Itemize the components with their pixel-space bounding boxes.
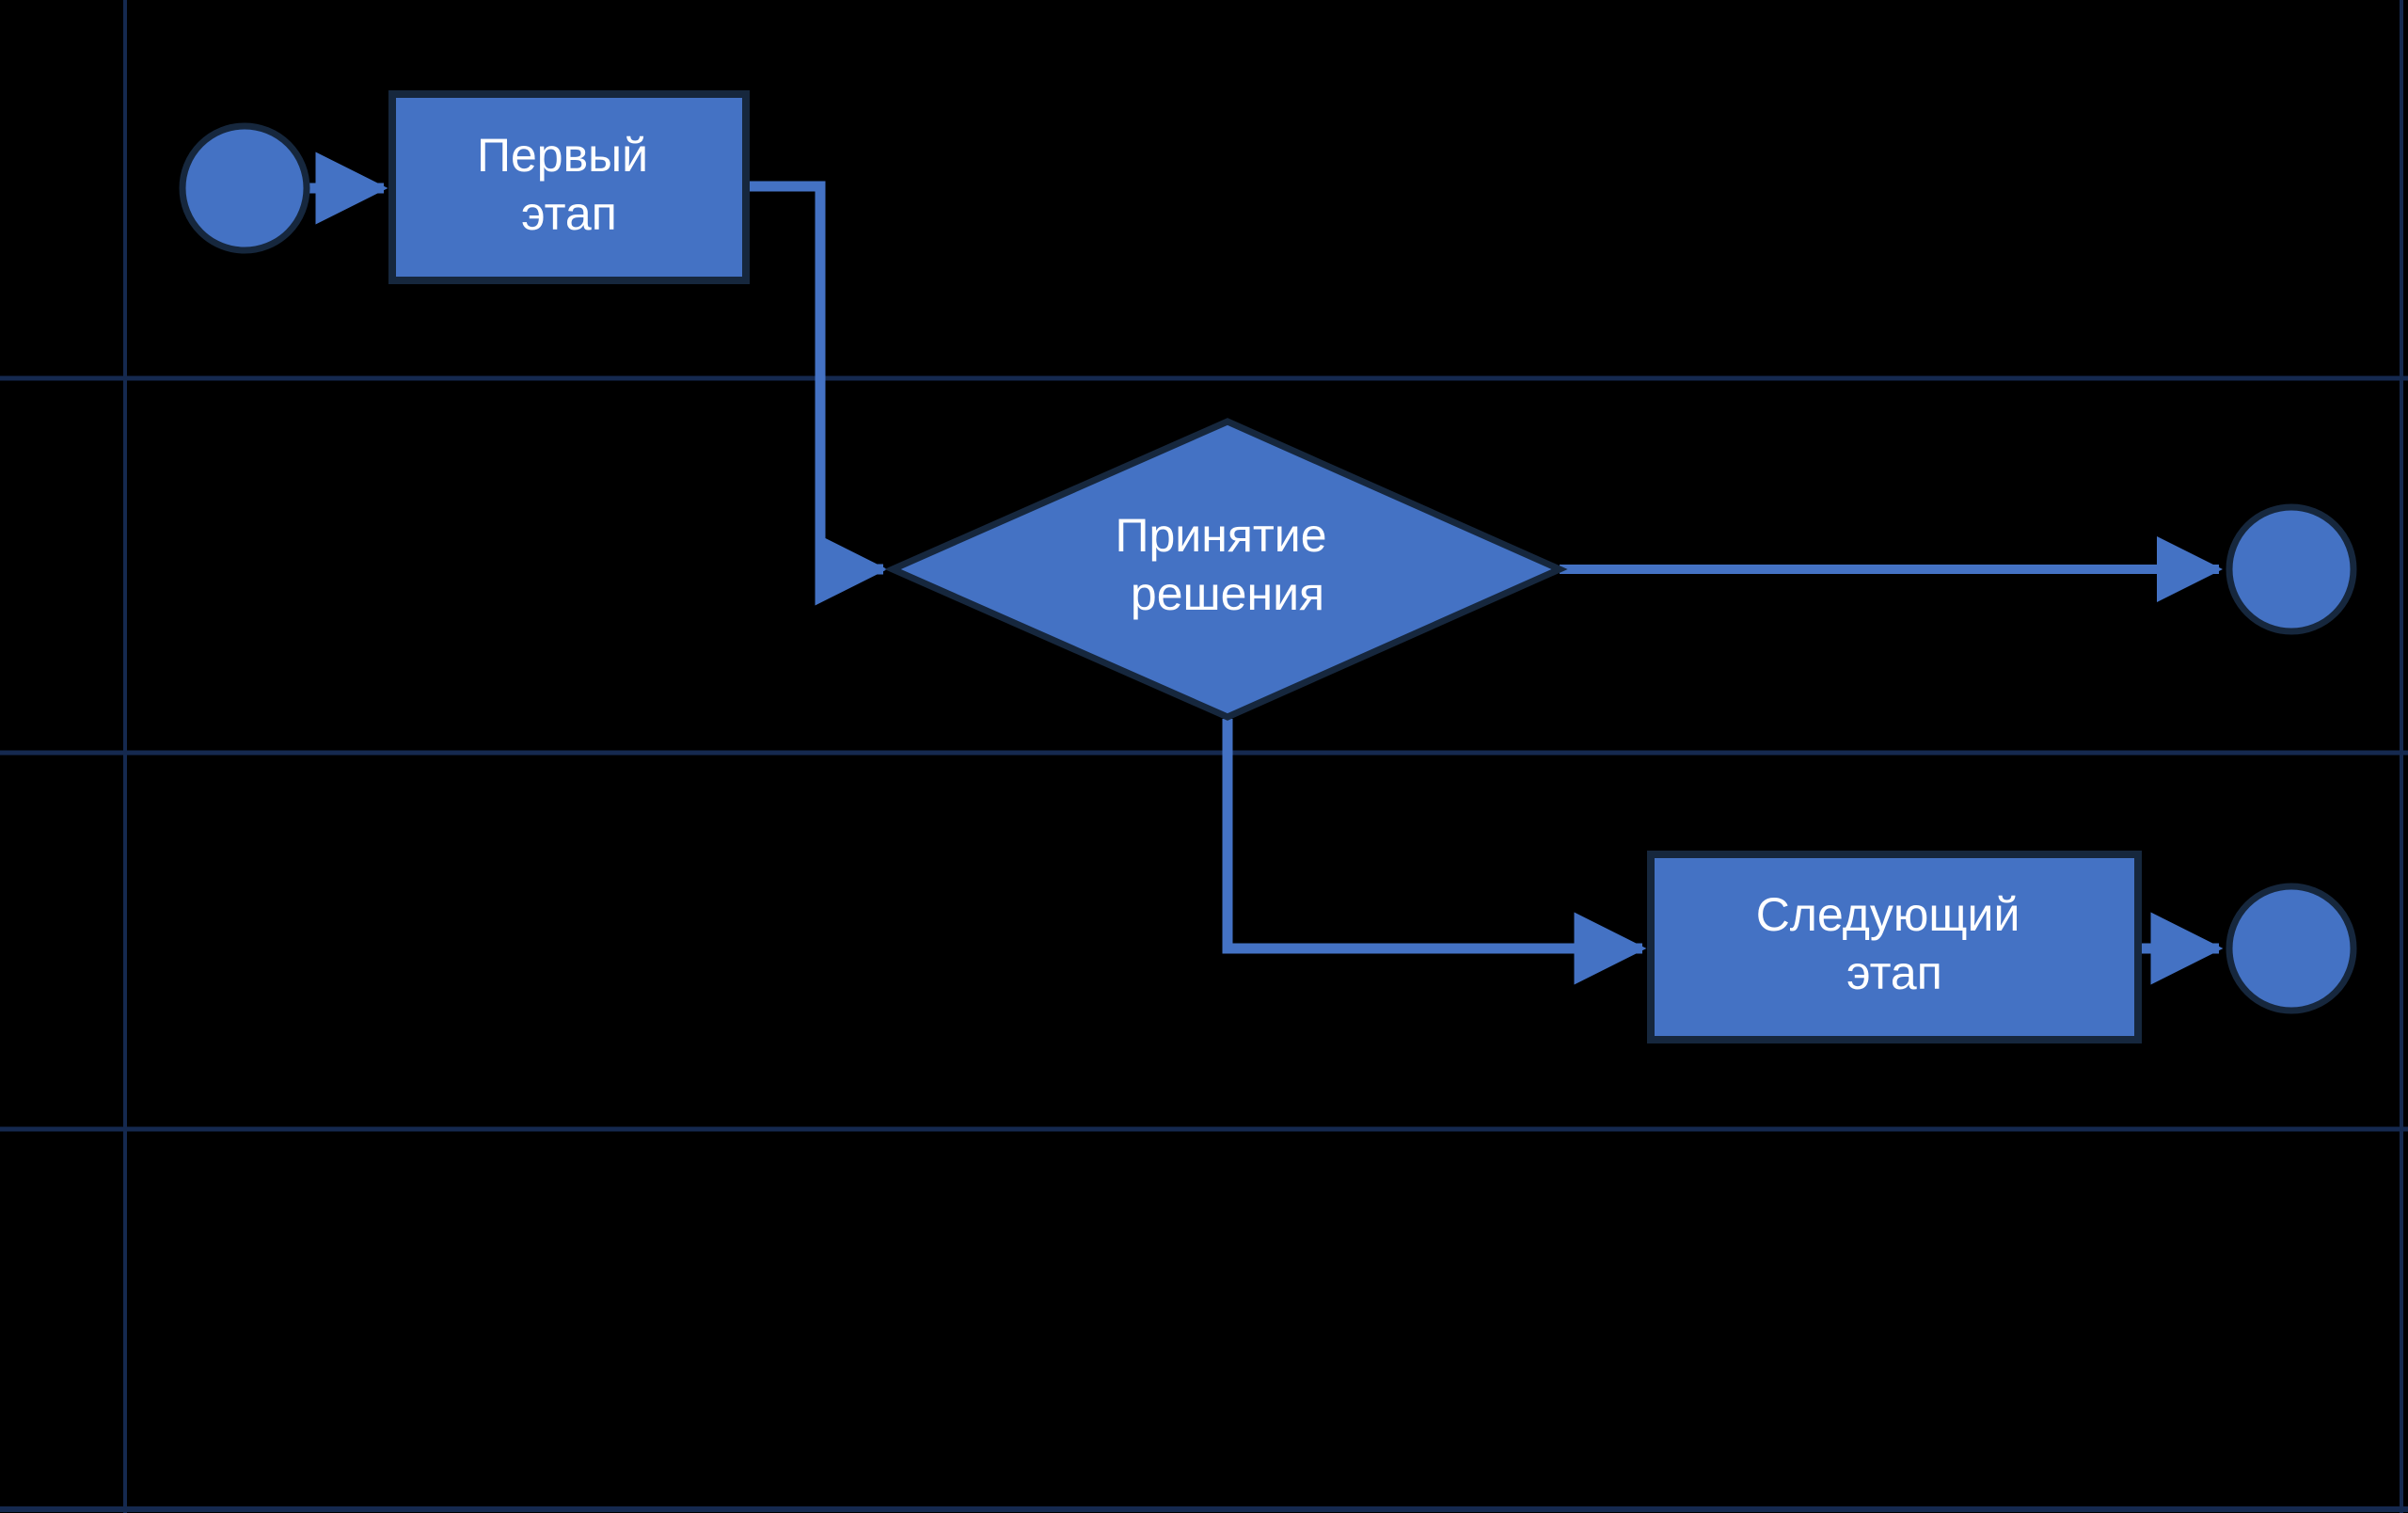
node-decision-label-line-1: Принятие [1116,509,1327,562]
node-first-stage-label-line-2: этап [521,187,617,240]
node-next-stage-shape [1647,851,2142,1043]
node-first-stage[interactable]: Первый этап [388,90,750,284]
node-end-bottom-circle[interactable] [2226,883,2357,1014]
node-first-stage-label-line-1: Первый [477,129,648,182]
node-next-stage-label-line-2: этап [1846,947,1942,999]
node-first-stage-label: Первый этап [477,129,661,240]
node-start-circle[interactable] [179,122,310,254]
node-decision-label: Принятие решения [1116,509,1340,620]
node-decision-shape [884,418,1568,721]
node-first-stage-shape [388,90,750,284]
node-next-stage-label: Следующий этап [1756,888,2034,999]
connector-layer [309,151,2224,985]
node-layer: Первый этап Принятие решения Следующий [179,90,2357,1043]
connector-first-stage-to-decision[interactable] [746,181,888,606]
node-next-stage[interactable]: Следующий этап [1647,851,2142,1043]
node-next-stage-label-line-1: Следующий [1756,888,2020,941]
node-decision-label-line-2: решения [1131,567,1324,620]
node-end-top-circle[interactable] [2226,503,2357,635]
node-decision[interactable]: Принятие решения [884,418,1568,721]
connector-decision-to-next-stage[interactable] [1222,719,1647,985]
